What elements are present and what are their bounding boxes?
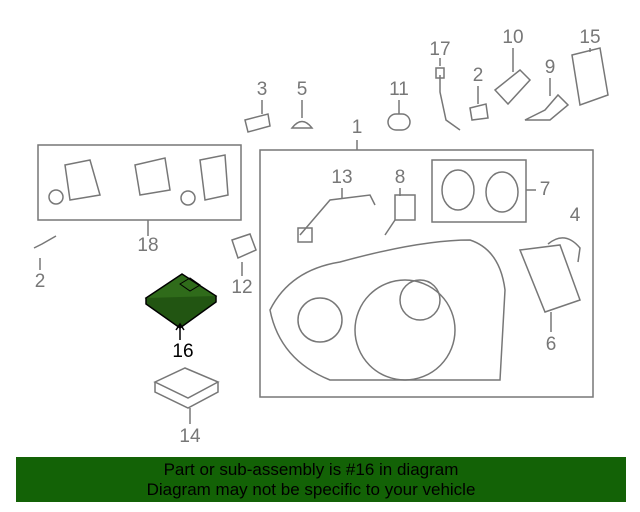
callout-17: 17 (429, 39, 451, 60)
ring-part (441, 169, 475, 211)
callout-11: 11 (389, 79, 409, 100)
callout-4: 4 (569, 205, 581, 226)
banner-line-2: Diagram may not be specific to your vehi… (146, 480, 476, 499)
callout-1: 1 (351, 117, 363, 138)
bracket-kit-box (37, 144, 242, 221)
callout-9: 9 (544, 57, 556, 78)
ring-part (485, 171, 519, 213)
callout-12: 12 (231, 277, 253, 298)
info-banner: Part or sub-assembly is #16 in diagram D… (16, 457, 626, 502)
headlamp (269, 239, 506, 381)
cover-part (518, 244, 581, 313)
callout-13: 13 (331, 167, 353, 188)
callout-2: 2 (34, 271, 46, 292)
callout-6: 6 (545, 334, 557, 355)
ring-box (431, 159, 527, 223)
callout-14: 14 (179, 426, 201, 447)
headlamp-assembly-box (259, 149, 594, 398)
callout-15: 15 (579, 27, 601, 48)
callout-16: 16 (172, 341, 194, 362)
control-module-15 (571, 47, 609, 107)
callout-2: 2 (472, 65, 484, 86)
banner-line-1: Part or sub-assembly is #16 in diagram (163, 460, 459, 479)
callout-18: 18 (137, 235, 159, 256)
callout-5: 5 (296, 79, 308, 100)
callout-3: 3 (256, 79, 268, 100)
callout-10: 10 (502, 27, 524, 48)
callout-7: 7 (539, 179, 551, 200)
callout-8: 8 (394, 167, 406, 188)
